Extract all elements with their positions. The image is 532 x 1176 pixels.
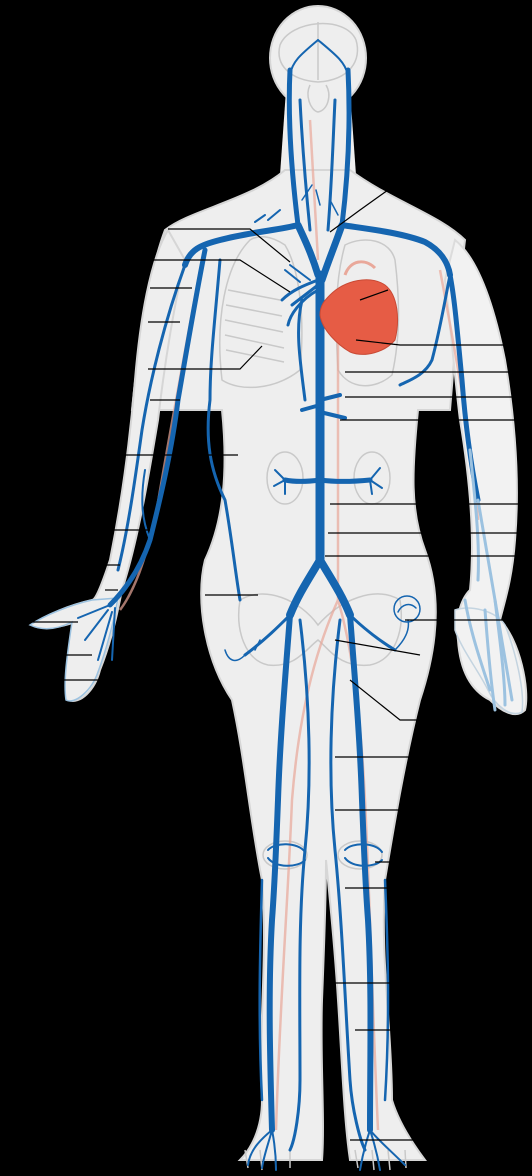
body-silhouette: [30, 6, 526, 1160]
